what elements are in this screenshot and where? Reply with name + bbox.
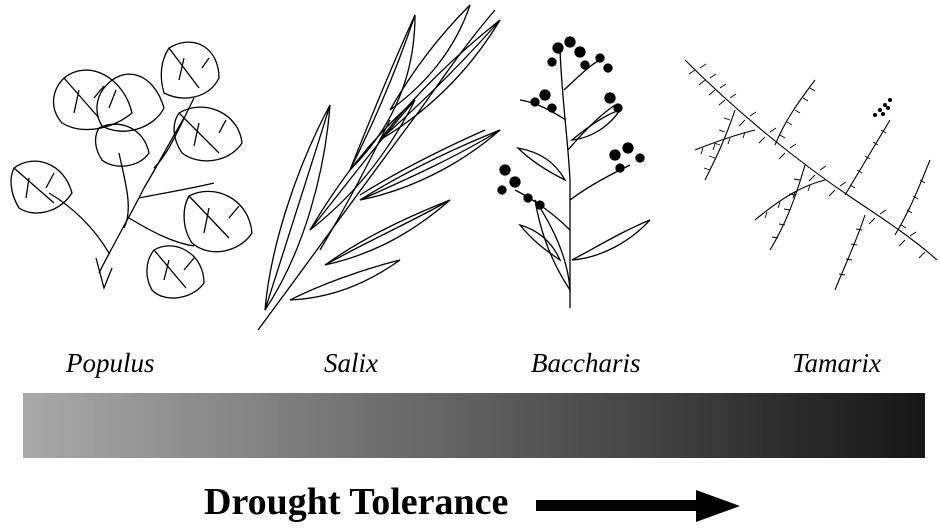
drought-gradient-bar <box>23 393 925 458</box>
populus-illustration <box>4 18 256 310</box>
genus-label-baccharis: Baccharis <box>531 348 640 379</box>
tamarix-illustration <box>675 50 940 300</box>
axis-label: Drought Tolerance <box>204 480 508 524</box>
right-arrow-icon <box>536 486 740 526</box>
genus-label-populus: Populus <box>66 348 155 379</box>
genus-label-salix: Salix <box>324 348 378 379</box>
genus-label-tamarix: Tamarix <box>792 348 881 379</box>
baccharis-illustration <box>490 30 670 310</box>
salix-illustration <box>250 0 502 335</box>
axis-caption-row: Drought Tolerance <box>0 470 940 525</box>
